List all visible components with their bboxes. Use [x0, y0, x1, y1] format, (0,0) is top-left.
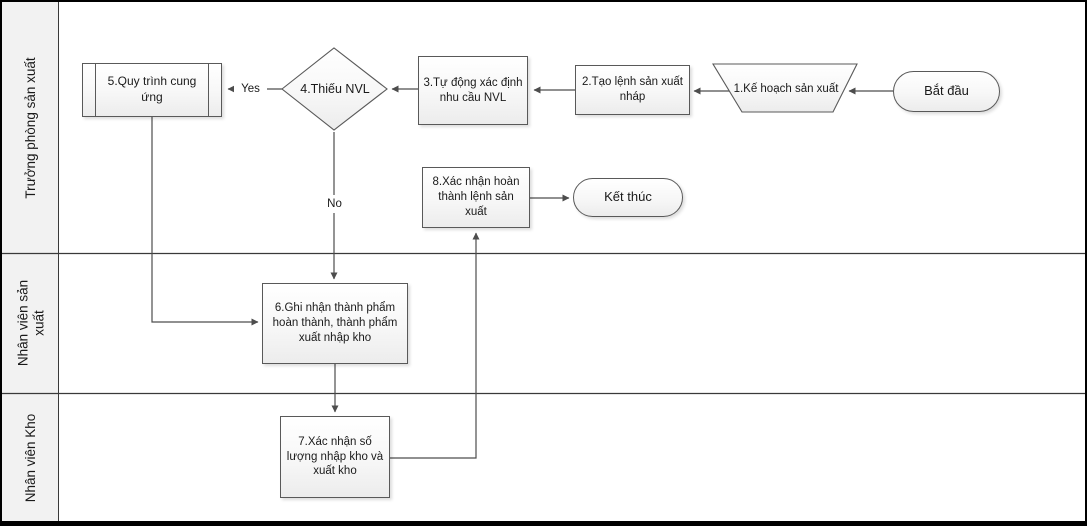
process-step8: 8.Xác nhận hoàn thành lệnh sản xuất: [422, 167, 530, 228]
lane-label-nhan-vien-san-xuat: Nhân viên sản xuất: [15, 279, 46, 367]
lane-label-truong-phong-san-xuat: Trưởng phòng sản xuất: [23, 57, 39, 199]
end-terminator: Kết thúc: [573, 178, 683, 217]
start-terminator: Bắt đầu: [893, 71, 1000, 112]
process-step3: 3.Tự động xác định nhu cầu NVL: [418, 56, 528, 125]
edge-label-yes: Yes: [234, 80, 267, 98]
edge-step5-to-step6: [151, 117, 259, 326]
process-step7: 7.Xác nhận số lượng nhập kho và xuất kho: [280, 416, 390, 498]
edge-step7-to-step8: [390, 232, 480, 459]
manual-operation-label-step1: 1.Kế hoạch sản xuất: [733, 82, 839, 95]
edge-label-no: No: [321, 195, 348, 213]
process-step6: 6.Ghi nhận thành phẩm hoàn thành, thành …: [262, 283, 408, 364]
manual-operation-shape-step1: [712, 63, 858, 113]
lane-label-nhan-vien-kho: Nhân viên Kho: [23, 413, 39, 503]
decision-shape-step4: [281, 47, 388, 131]
process-step2: 2.Tạo lệnh sản xuất nháp: [575, 65, 690, 115]
lane-header-column: [2, 2, 59, 521]
decision-label-step4: 4.Thiếu NVL: [300, 82, 370, 96]
predefined-process-step5: 5.Quy trình cung ứng: [82, 63, 222, 117]
